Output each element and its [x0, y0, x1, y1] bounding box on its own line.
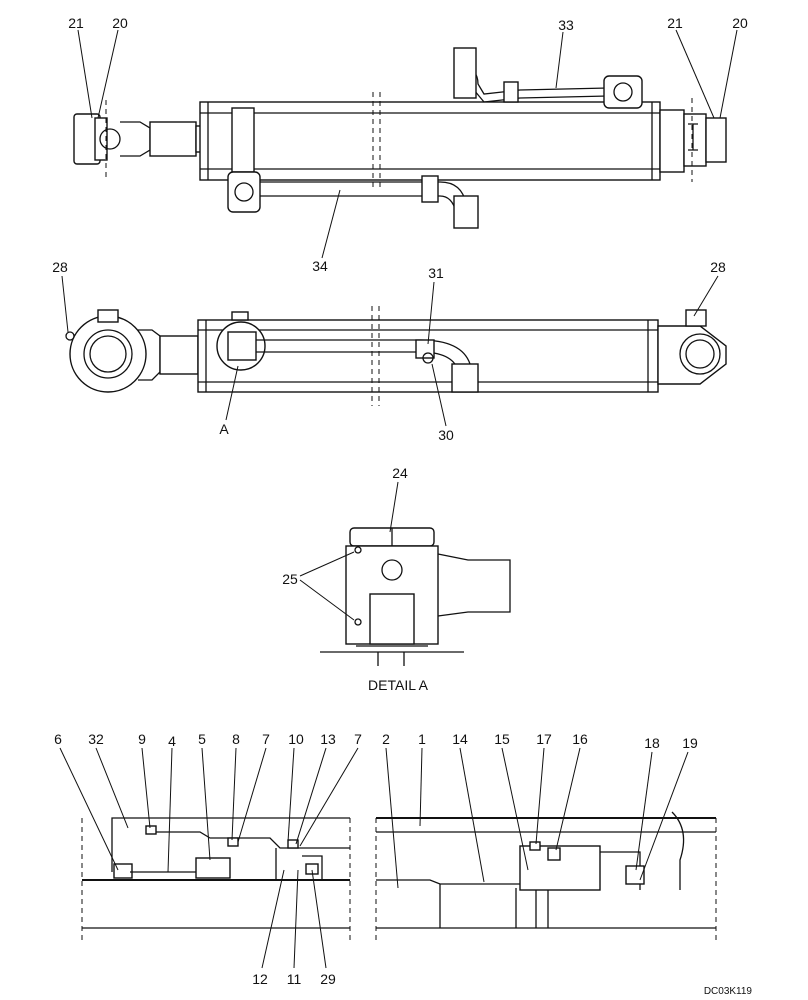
detail-a-drawing	[320, 527, 511, 666]
callout-25: 25	[282, 571, 298, 587]
callout-33: 33	[558, 17, 574, 33]
callout-28-right: 28	[710, 259, 726, 275]
callout-13: 13	[320, 731, 336, 747]
callout-2: 2	[382, 731, 390, 747]
callout-18: 18	[644, 735, 660, 751]
callout-20-left: 20	[112, 15, 128, 31]
callout-5: 5	[198, 731, 206, 747]
callout-29: 29	[320, 971, 336, 987]
leader-lines	[59, 29, 738, 969]
callout-31: 31	[428, 265, 444, 281]
callout-9: 9	[138, 731, 146, 747]
callout-12: 12	[252, 971, 268, 987]
callout-28-left: 28	[52, 259, 68, 275]
callout-8: 8	[232, 731, 240, 747]
callout-21-left: 21	[68, 15, 84, 31]
callout-1: 1	[418, 731, 426, 747]
callout-34: 34	[312, 258, 328, 274]
callout-32: 32	[88, 731, 104, 747]
callout-30: 30	[438, 427, 454, 443]
callout-a: A	[219, 421, 229, 437]
callout-16: 16	[572, 731, 588, 747]
callout-10: 10	[288, 731, 304, 747]
callout-20-right: 20	[732, 15, 748, 31]
callout-19: 19	[682, 735, 698, 751]
callout-7-right: 7	[354, 731, 362, 747]
top-view-cylinder	[73, 47, 727, 229]
detail-a-caption: DETAIL A	[368, 677, 429, 693]
callout-6: 6	[54, 731, 62, 747]
drawing-code: DC03K119	[704, 986, 753, 997]
middle-view-cylinder	[65, 306, 727, 406]
callout-17: 17	[536, 731, 552, 747]
callout-labels: 21 20 33 21 20 34 28 31 28 A 30 24 25 DE…	[52, 15, 752, 997]
callout-4: 4	[168, 733, 176, 749]
section-view-drawing	[81, 811, 717, 944]
callout-15: 15	[494, 731, 510, 747]
callout-24: 24	[392, 465, 408, 481]
callout-7-left: 7	[262, 731, 270, 747]
callout-11: 11	[287, 971, 302, 987]
callout-21-right: 21	[667, 15, 683, 31]
callout-14: 14	[452, 731, 468, 747]
